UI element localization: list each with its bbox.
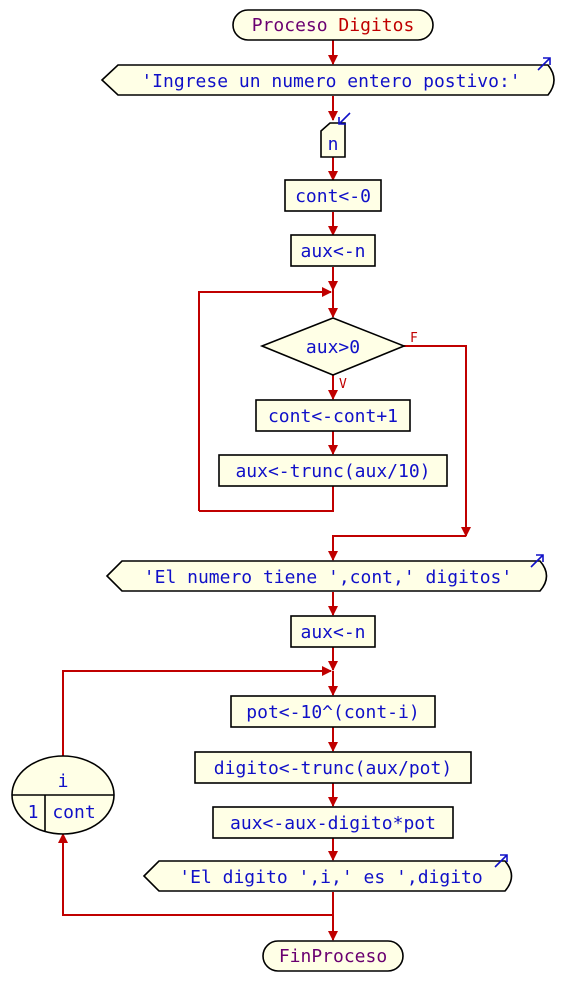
svg-text:Proceso Digitos: Proceso Digitos [252,15,415,36]
assign-aux-sub: aux<-aux-digito*pot [212,806,454,839]
svg-text:'El numero tiene ',cont,' digi: 'El numero tiene ',cont,' digitos' [144,567,512,588]
assign-pot: pot<-10^(cont-i) [230,695,436,728]
start-keyword: Proceso [252,15,328,36]
svg-text:digito<-trunc(aux/pot): digito<-trunc(aux/pot) [214,758,452,779]
input-var: n [328,134,339,155]
output-digit: 'El digito ',i,' es ',digito [142,854,513,892]
assign-digito: digito<-trunc(aux/pot) [194,751,472,784]
assign-aux-n: aux<-n [290,234,376,267]
output-arrow-icon [537,57,551,71]
assign-aux-trunc: aux<-trunc(aux/10) [218,454,448,487]
assign-aux-n-2: aux<-n [290,615,376,648]
output-prompt-text: 'Ingrese un numero entero postivo:' [141,71,520,92]
for-variable: i [58,771,69,792]
assign-cont-inc: cont<-cont+1 [255,399,411,432]
for-end: cont [52,802,95,823]
for-loop: i 1 cont [11,755,115,835]
input-arrow-icon [338,112,351,125]
svg-text:aux>0: aux>0 [306,337,360,358]
svg-text:cont<-0: cont<-0 [295,186,371,207]
true-label: V [339,377,347,392]
svg-text:aux<-n: aux<-n [300,241,365,262]
svg-text:'El digito ',i,' es ',digito: 'El digito ',i,' es ',digito [179,867,482,888]
start-name: Digitos [338,15,414,36]
svg-text:FinProceso: FinProceso [279,946,387,967]
assign-cont-zero: cont<-0 [284,179,382,212]
start-terminal: Proceso Digitos [232,9,434,41]
while-condition: aux>0 F V [259,317,418,392]
svg-text:aux<-aux-digito*pot: aux<-aux-digito*pot [230,813,436,834]
svg-text:aux<-n: aux<-n [300,622,365,643]
for-start: 1 [28,802,39,823]
svg-text:cont<-cont+1: cont<-cont+1 [268,406,398,427]
output-arrow-icon [530,554,544,568]
output-digit-count: 'El numero tiene ',cont,' digitos' [105,554,548,592]
connectors [58,40,471,941]
output-arrow-icon [494,854,508,868]
input-read-n: n [320,112,351,158]
output-prompt: 'Ingrese un numero entero postivo:' [100,57,555,96]
end-terminal: FinProceso [262,940,404,972]
svg-text:pot<-10^(cont-i): pot<-10^(cont-i) [246,702,419,723]
svg-text:aux<-trunc(aux/10): aux<-trunc(aux/10) [235,461,430,482]
false-label: F [410,331,418,346]
